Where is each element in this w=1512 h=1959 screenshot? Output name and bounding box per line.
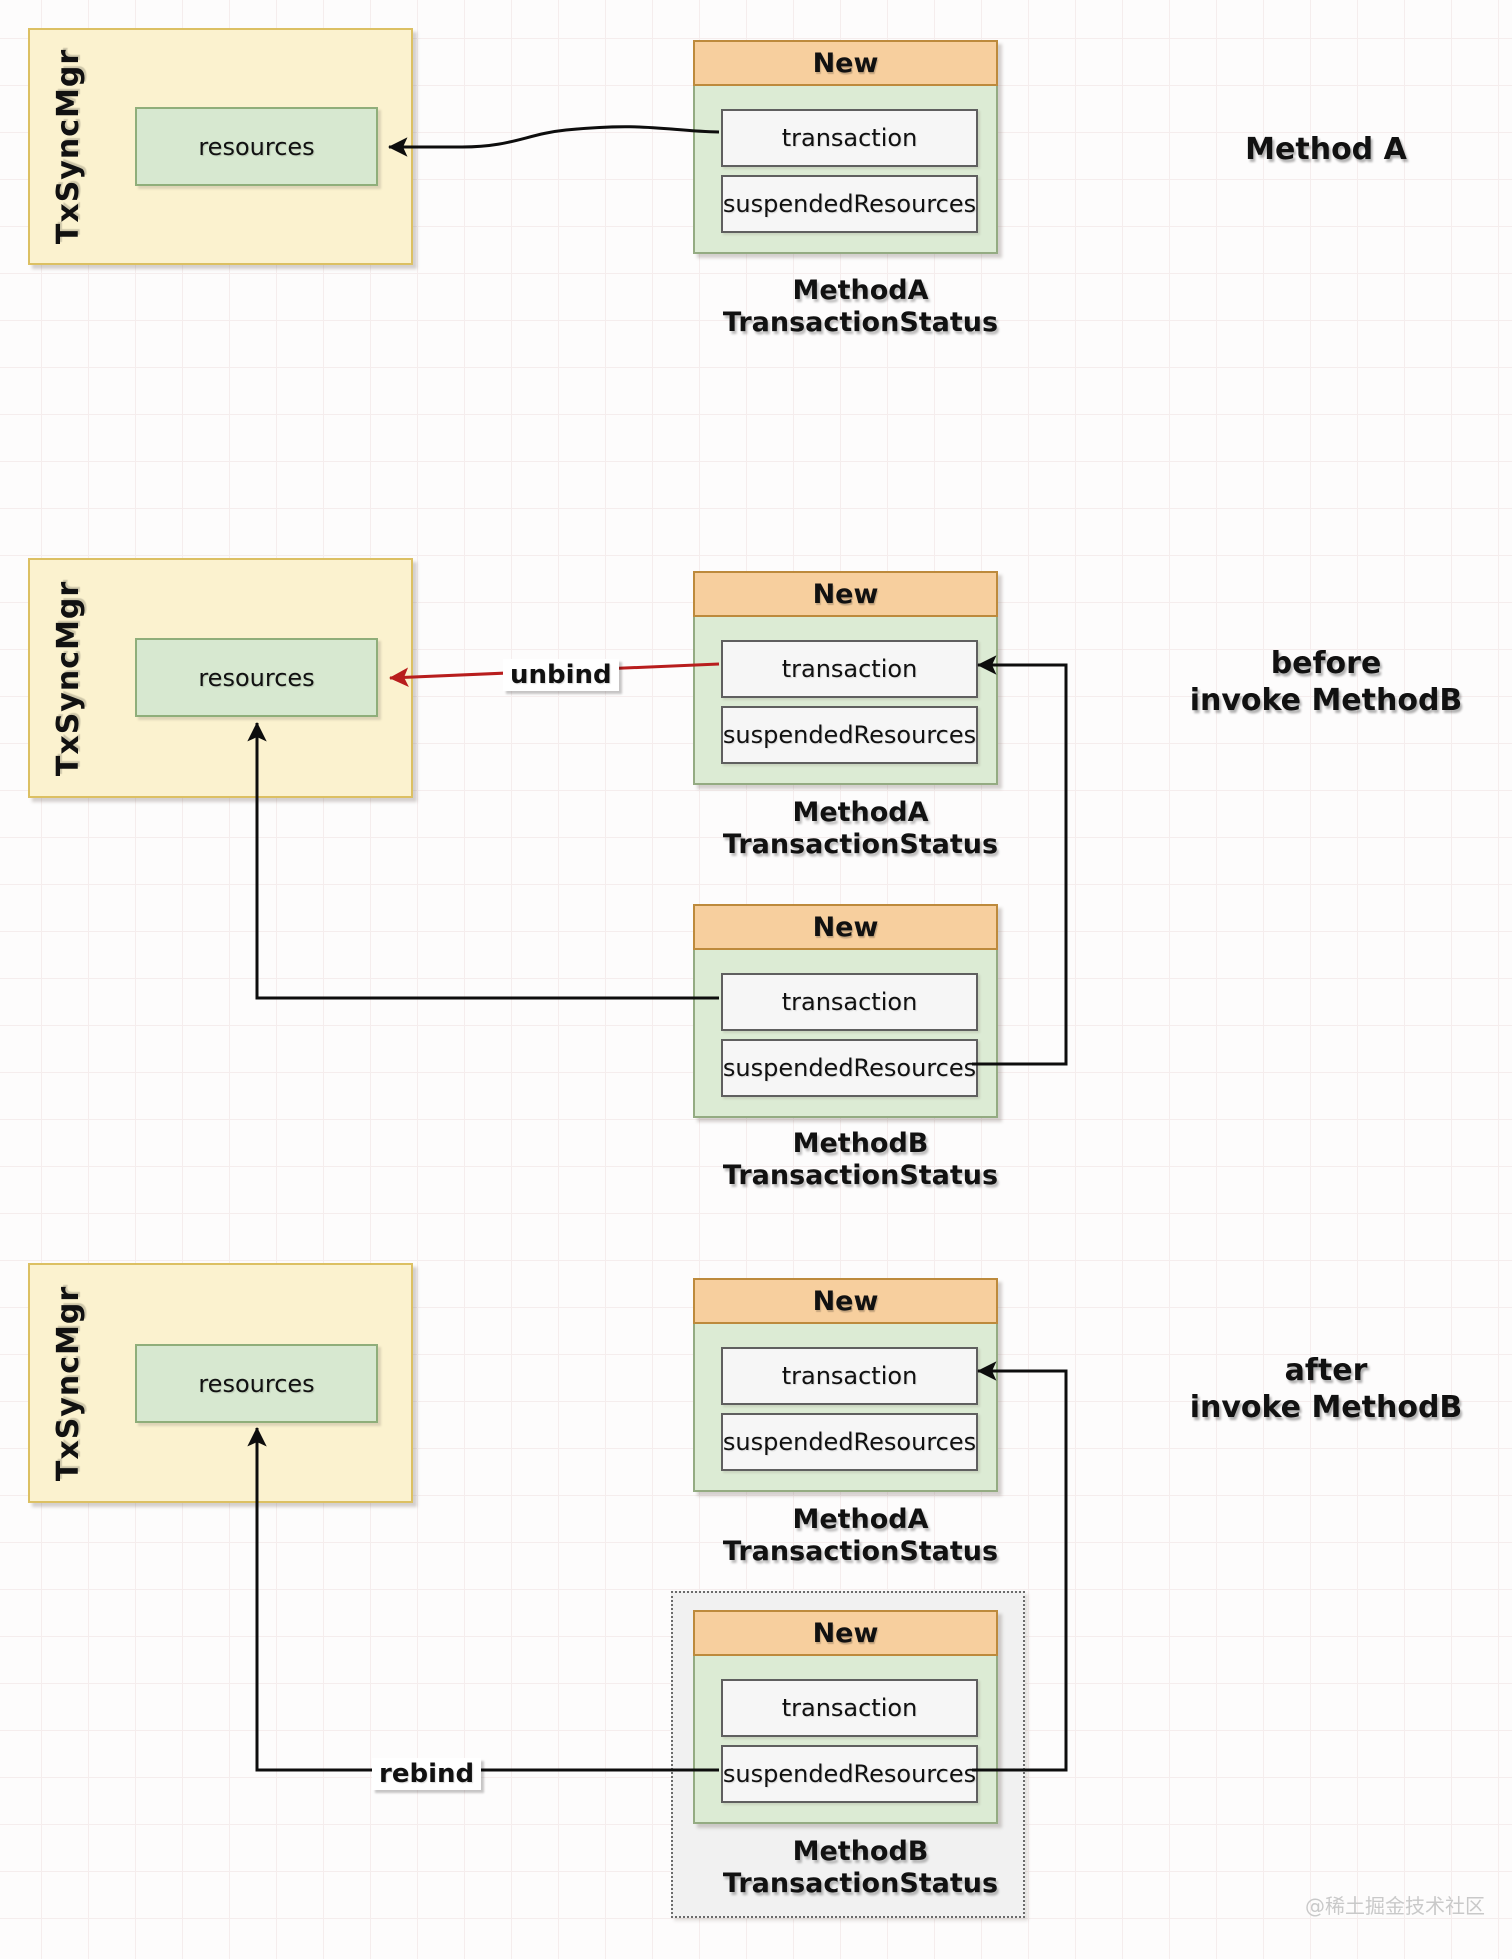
phase-line: after bbox=[1284, 1353, 1368, 1388]
suspendedresources-field: suspendedResources bbox=[721, 706, 978, 764]
rebind-label-text: rebind bbox=[379, 1759, 475, 1789]
caption-line: TransactionStatus bbox=[722, 1160, 999, 1191]
suspendedresources-field: suspendedResources bbox=[721, 175, 978, 233]
suspendedresources-field: suspendedResources bbox=[721, 1413, 978, 1471]
status-caption-methodb-2: MethodB TransactionStatus bbox=[708, 1128, 1013, 1192]
transaction-field: transaction bbox=[721, 1347, 978, 1405]
resources-label-1: resources bbox=[198, 132, 315, 161]
resources-box-3: resources bbox=[135, 1344, 378, 1423]
transaction-field-text: transaction bbox=[781, 1694, 918, 1722]
transaction-field: transaction bbox=[721, 1679, 978, 1737]
phase-label-before-invoke-methodb: before invoke MethodB bbox=[1146, 645, 1506, 719]
phase-line: invoke MethodB bbox=[1189, 683, 1463, 718]
status-header: New bbox=[693, 904, 998, 950]
status-header: New bbox=[693, 1610, 998, 1656]
status-caption-methoda-2: MethodA TransactionStatus bbox=[708, 797, 1013, 861]
phase-line: before bbox=[1270, 646, 1382, 681]
arrow-methoda-transaction-to-resources-1 bbox=[388, 125, 720, 157]
suspendedresources-field: suspendedResources bbox=[721, 1039, 978, 1097]
status-header-text: New bbox=[812, 1617, 879, 1649]
caption-line: MethodA bbox=[792, 797, 929, 828]
status-caption-methoda-1: MethodA TransactionStatus bbox=[708, 275, 1013, 339]
resources-label-3: resources bbox=[198, 1369, 315, 1398]
suspendedresources-field-text: suspendedResources bbox=[722, 190, 977, 218]
rebind-label: rebind bbox=[372, 1758, 482, 1790]
txsyncmgr-title-3: TxSyncMgr bbox=[30, 1265, 108, 1501]
methodb-status-box-3: New transaction suspendedResources bbox=[693, 1610, 998, 1824]
methodb-status-box-2: New transaction suspendedResources bbox=[693, 904, 998, 1118]
caption-line: TransactionStatus bbox=[722, 1868, 999, 1899]
transaction-field-text: transaction bbox=[781, 1362, 918, 1390]
status-header: New bbox=[693, 571, 998, 617]
status-caption-methodb-3: MethodB TransactionStatus bbox=[708, 1836, 1013, 1900]
txsyncmgr-title-text-3: TxSyncMgr bbox=[51, 1285, 87, 1481]
unbind-label: unbind bbox=[503, 659, 619, 691]
resources-box-2: resources bbox=[135, 638, 378, 717]
methoda-status-box-3: New transaction suspendedResources bbox=[693, 1278, 998, 1492]
status-header-text: New bbox=[812, 47, 879, 79]
txsyncmgr-title-1: TxSyncMgr bbox=[30, 30, 108, 263]
status-header: New bbox=[693, 40, 998, 86]
unbind-label-text: unbind bbox=[510, 660, 612, 690]
transaction-field-text: transaction bbox=[781, 655, 918, 683]
txsyncmgr-title-2: TxSyncMgr bbox=[30, 560, 108, 796]
caption-line: MethodB bbox=[792, 1836, 929, 1867]
suspendedresources-field-text: suspendedResources bbox=[722, 1760, 977, 1788]
suspendedresources-field-text: suspendedResources bbox=[722, 721, 977, 749]
phase-label-method-a: Method A bbox=[1146, 131, 1506, 168]
resources-label-2: resources bbox=[198, 663, 315, 692]
transaction-field: transaction bbox=[721, 973, 978, 1031]
resources-box-1: resources bbox=[135, 107, 378, 186]
transaction-field-text: transaction bbox=[781, 124, 918, 152]
transaction-field: transaction bbox=[721, 640, 978, 698]
caption-line: TransactionStatus bbox=[722, 1536, 999, 1567]
watermark: @稀土掘金技术社区 bbox=[1305, 1894, 1485, 1918]
caption-line: TransactionStatus bbox=[722, 307, 999, 338]
transaction-field-text: transaction bbox=[781, 988, 918, 1016]
status-header-text: New bbox=[812, 1285, 879, 1317]
status-header-text: New bbox=[812, 911, 879, 943]
status-header: New bbox=[693, 1278, 998, 1324]
txsyncmgr-title-text-1: TxSyncMgr bbox=[51, 48, 87, 245]
caption-line: MethodA bbox=[792, 275, 929, 306]
txsyncmgr-title-text-2: TxSyncMgr bbox=[51, 580, 87, 776]
methoda-status-box-2: New transaction suspendedResources bbox=[693, 571, 998, 785]
caption-line: TransactionStatus bbox=[722, 829, 999, 860]
suspendedresources-field-text: suspendedResources bbox=[722, 1054, 977, 1082]
status-header-text: New bbox=[812, 578, 879, 610]
phase-label-after-invoke-methodb: after invoke MethodB bbox=[1146, 1352, 1506, 1426]
caption-line: MethodB bbox=[792, 1128, 929, 1159]
status-caption-methoda-3: MethodA TransactionStatus bbox=[708, 1504, 1013, 1568]
phase-line: Method A bbox=[1245, 132, 1407, 167]
caption-line: MethodA bbox=[792, 1504, 929, 1535]
transaction-field: transaction bbox=[721, 109, 978, 167]
suspendedresources-field-text: suspendedResources bbox=[722, 1428, 977, 1456]
suspendedresources-field: suspendedResources bbox=[721, 1745, 978, 1803]
phase-line: invoke MethodB bbox=[1189, 1390, 1463, 1425]
methoda-status-box-1: New transaction suspendedResources bbox=[693, 40, 998, 254]
